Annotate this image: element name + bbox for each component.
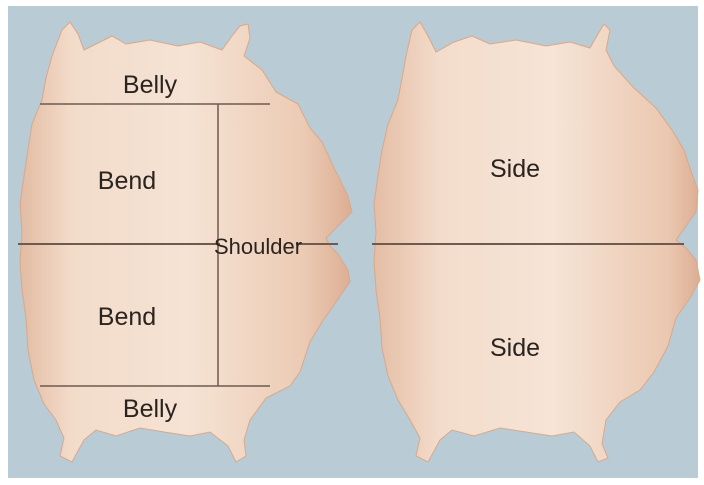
left-hide-shape <box>20 22 352 462</box>
left-hide: Belly Bend Shoulder Bend Belly <box>18 22 352 462</box>
label-side-bottom: Side <box>490 334 540 362</box>
label-bend-bottom: Bend <box>98 303 156 331</box>
label-bend-top: Bend <box>98 167 156 195</box>
label-shoulder: Shoulder <box>214 234 302 259</box>
label-belly-top: Belly <box>123 71 178 99</box>
right-hide-shape <box>374 22 700 462</box>
label-belly-bottom: Belly <box>123 395 178 423</box>
label-side-top: Side <box>490 155 540 183</box>
right-hide: Side Side <box>372 22 700 462</box>
